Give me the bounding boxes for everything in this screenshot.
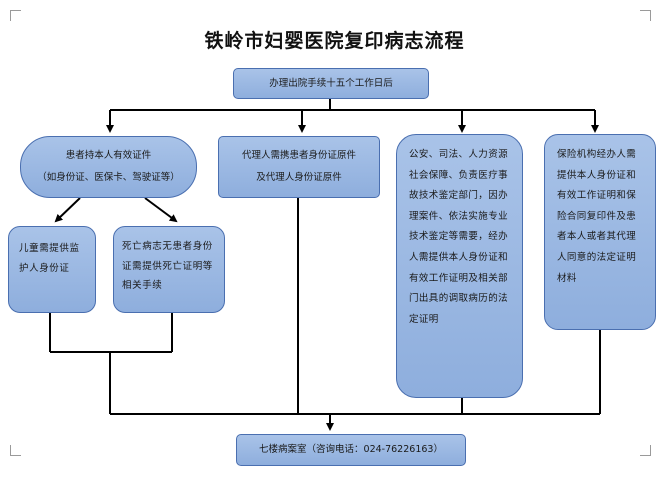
end-node-label: 七楼病案室（咨询电话：024-76226163） <box>259 444 443 455</box>
corner-mark-top-left <box>10 10 21 21</box>
agent-line1: 代理人需携患者身份证原件 <box>241 150 356 161</box>
corner-mark-bottom-right <box>640 445 651 456</box>
start-node-label: 办理出院手续十五个工作日后 <box>269 77 393 89</box>
arrow-to-deceased <box>144 197 178 223</box>
insurance-node: 保险机构经办人需提供本人身份证和有效工作证明和保险合同复印件及患者本人或者其代理… <box>544 134 656 330</box>
child-node: 儿童需提供监护人身份证 <box>8 226 96 313</box>
corner-mark-bottom-left <box>10 445 21 456</box>
patient-self-line1: 患者持本人有效证件 <box>65 150 152 161</box>
child-label: 儿童需提供监护人身份证 <box>19 243 80 274</box>
corner-mark-top-right <box>640 10 651 21</box>
agent-line2: 及代理人身份证原件 <box>256 172 342 183</box>
start-node: 办理出院手续十五个工作日后 <box>233 68 429 99</box>
deceased-label: 死亡病志无患者身份证需提供死亡证明等相关手续 <box>122 241 213 291</box>
deceased-node: 死亡病志无患者身份证需提供死亡证明等相关手续 <box>113 226 225 313</box>
arrow-to-child <box>54 197 81 223</box>
page-title: 铁岭市妇婴医院复印病志流程 <box>204 30 465 52</box>
authorities-node: 公安、司法、人力资源社会保障、负责医疗事故技术鉴定部门，因办理案件、依法实施专业… <box>396 134 523 398</box>
insurance-label: 保险机构经办人需提供本人身份证和有效工作证明和保险合同复印件及患者本人或者其代理… <box>557 149 637 284</box>
patient-self-line2: （如身份证、医保卡、驾驶证等） <box>37 172 180 183</box>
authorities-label: 公安、司法、人力资源社会保障、负责医疗事故技术鉴定部门，因办理案件、依法实施专业… <box>409 149 509 325</box>
patient-self-node: 患者持本人有效证件 （如身份证、医保卡、驾驶证等） <box>20 136 197 198</box>
end-node: 七楼病案室（咨询电话：024-76226163） <box>236 434 466 466</box>
agent-node: 代理人需携患者身份证原件 及代理人身份证原件 <box>218 136 380 198</box>
